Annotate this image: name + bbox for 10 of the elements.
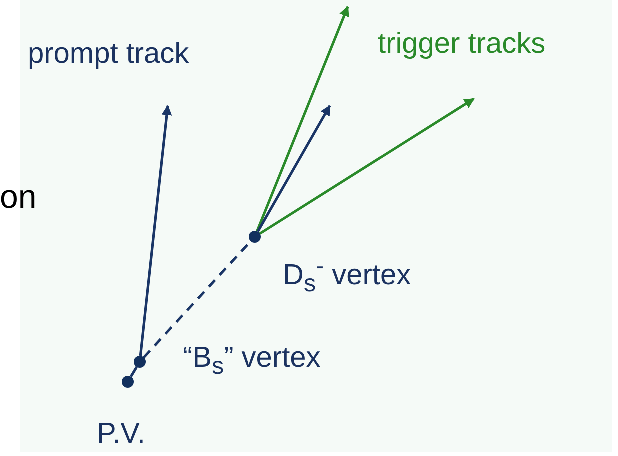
text-label: on bbox=[0, 180, 37, 213]
track-arrow bbox=[259, 98, 475, 235]
vertex-label: D$_{s}$$^{-}$ vertex bbox=[283, 255, 412, 297]
track-arrow bbox=[256, 105, 332, 232]
track-arrow bbox=[139, 104, 172, 356]
track-arrow bbox=[256, 6, 350, 232]
text-label: prompt track bbox=[28, 40, 190, 69]
text-label: trigger tracks bbox=[378, 30, 546, 59]
vertex-label: “B$_{s}$” vertex bbox=[183, 344, 321, 379]
vertex-label: P.V. bbox=[97, 420, 146, 449]
